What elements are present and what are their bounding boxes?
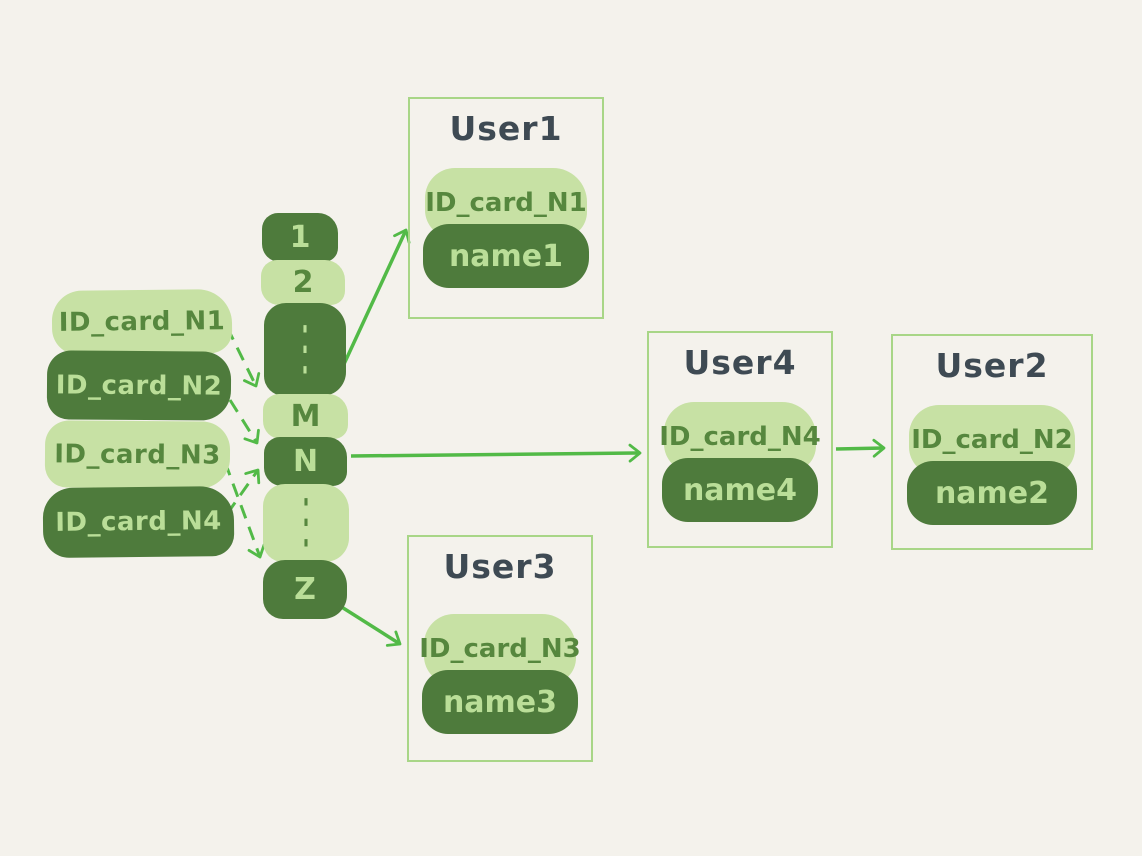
hash-bucket-ellipsis-lower: ⋮	[263, 484, 349, 562]
hash-bucket-z: Z	[263, 560, 347, 619]
id-card-pill-n1: ID_card_N1	[51, 289, 233, 355]
user3-box: User3 ID_card_N3 name3	[407, 535, 593, 762]
user-name-pill: name4	[661, 458, 819, 522]
user-id-card-label: ID_card_N3	[419, 634, 581, 664]
bucket-label: Z	[294, 572, 316, 607]
ellipsis-dots: ⋮	[291, 487, 321, 557]
user4-box: User4 ID_card_N4 name4	[647, 331, 833, 548]
user-name-label: name2	[934, 475, 1050, 511]
user-id-card-label: ID_card_N2	[911, 425, 1073, 455]
user-name-label: name1	[448, 238, 564, 274]
id-card-label: ID_card_N1	[58, 306, 226, 338]
user-id-card-label: ID_card_N1	[425, 188, 587, 218]
id-card-pill-n3: ID_card_N3	[44, 420, 231, 489]
id-card-label: ID_card_N4	[55, 506, 222, 538]
arrow-bucket-n-to-user4	[350, 443, 642, 463]
id-card-pill-n4: ID_card_N4	[42, 486, 235, 558]
user-title: User1	[449, 109, 563, 148]
user-title: User3	[443, 547, 557, 586]
ellipsis-dots: ⋮	[290, 313, 320, 384]
id-card-label: ID_card_N2	[55, 369, 223, 402]
user2-box: User2 ID_card_N2 name2	[891, 334, 1093, 550]
user-title: User4	[683, 343, 797, 382]
hash-bucket-ellipsis-upper: ⋮	[264, 303, 346, 396]
id-card-label: ID_card_N3	[54, 438, 221, 471]
hash-bucket-m: M	[263, 394, 348, 439]
bucket-label: M	[290, 399, 321, 434]
user-title: User2	[935, 346, 1049, 385]
user-name-pill: name2	[906, 461, 1078, 525]
bucket-label: N	[292, 444, 319, 479]
user-name-label: name3	[442, 684, 558, 720]
arrow-user4-to-user2	[835, 438, 886, 458]
arrow-idcard-n2-to-bucket-n	[228, 399, 260, 445]
user-name-label: name4	[682, 472, 798, 508]
user1-box: User1 ID_card_N1 name1	[408, 97, 604, 319]
user-name-pill: name1	[423, 224, 589, 288]
user-id-card-label: ID_card_N4	[659, 422, 821, 452]
hash-bucket-n: N	[264, 437, 347, 486]
bucket-label: 1	[289, 220, 311, 255]
arrow-bucket-z-to-user3	[339, 604, 402, 647]
hash-bucket-2: 2	[261, 260, 345, 305]
bucket-label: 2	[292, 265, 314, 300]
user-name-pill: name3	[421, 670, 579, 734]
hash-bucket-1: 1	[262, 213, 338, 262]
id-card-pill-n2: ID_card_N2	[46, 350, 232, 421]
